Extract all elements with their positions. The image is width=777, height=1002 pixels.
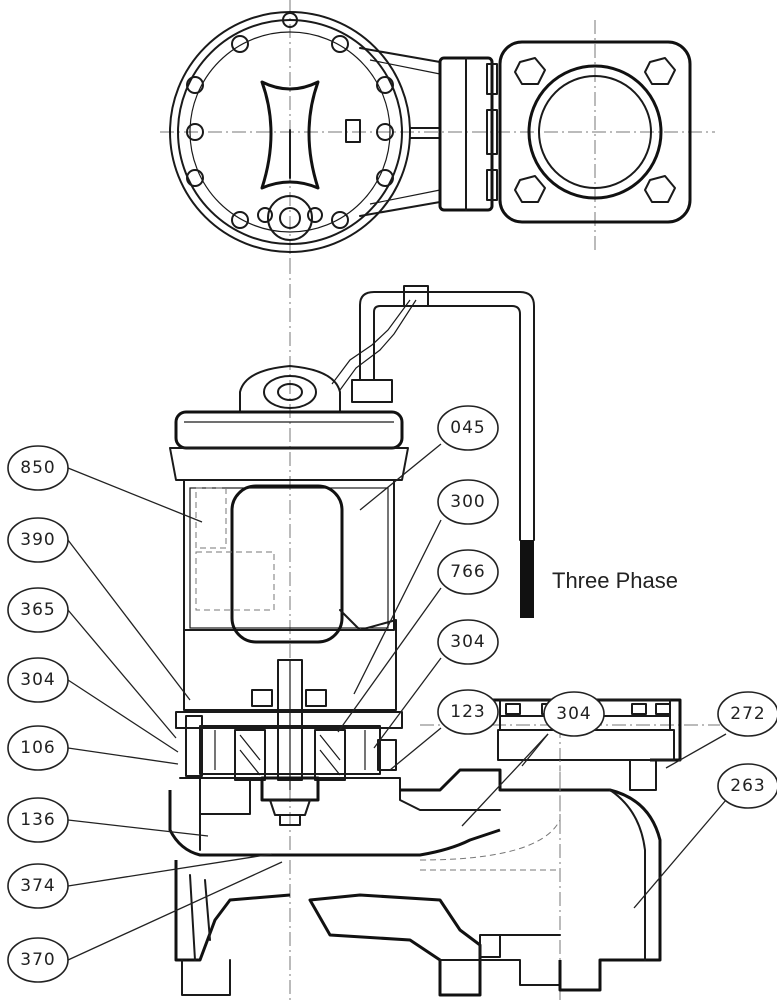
callout-374: 374 xyxy=(7,863,69,909)
callout-304-left: 304 xyxy=(7,657,69,703)
svg-text:045: 045 xyxy=(450,418,485,438)
callout-304-center: 304 xyxy=(543,691,605,737)
callout-304-right: 304 xyxy=(437,619,499,665)
svg-text:370: 370 xyxy=(20,950,55,970)
callout-045: 045 xyxy=(437,405,499,451)
svg-text:304: 304 xyxy=(450,632,485,652)
svg-text:304: 304 xyxy=(556,704,591,724)
svg-text:850: 850 xyxy=(20,458,55,478)
callout-850: 850 xyxy=(7,445,69,491)
callout-136: 136 xyxy=(7,797,69,843)
leader-lines xyxy=(67,443,727,961)
svg-text:766: 766 xyxy=(450,562,485,582)
svg-text:304: 304 xyxy=(20,670,55,690)
callout-123: 123 xyxy=(437,689,499,735)
svg-text:390: 390 xyxy=(20,530,55,550)
callout-300: 300 xyxy=(437,479,499,525)
callout-766: 766 xyxy=(437,549,499,595)
callout-370: 370 xyxy=(7,937,69,983)
callout-263: 263 xyxy=(717,763,777,809)
callout-365: 365 xyxy=(7,587,69,633)
svg-text:106: 106 xyxy=(20,738,55,758)
svg-text:374: 374 xyxy=(20,876,55,896)
three-phase-label: Three Phase xyxy=(552,568,678,593)
svg-text:123: 123 xyxy=(450,702,485,722)
svg-text:136: 136 xyxy=(20,810,55,830)
callout-390: 390 xyxy=(7,517,69,563)
svg-text:272: 272 xyxy=(730,704,765,724)
top-view xyxy=(160,0,715,262)
svg-text:365: 365 xyxy=(20,600,55,620)
svg-text:263: 263 xyxy=(730,776,765,796)
callout-106: 106 xyxy=(7,725,69,771)
svg-text:300: 300 xyxy=(450,492,485,512)
side-view xyxy=(168,260,720,1000)
callout-272: 272 xyxy=(717,691,777,737)
